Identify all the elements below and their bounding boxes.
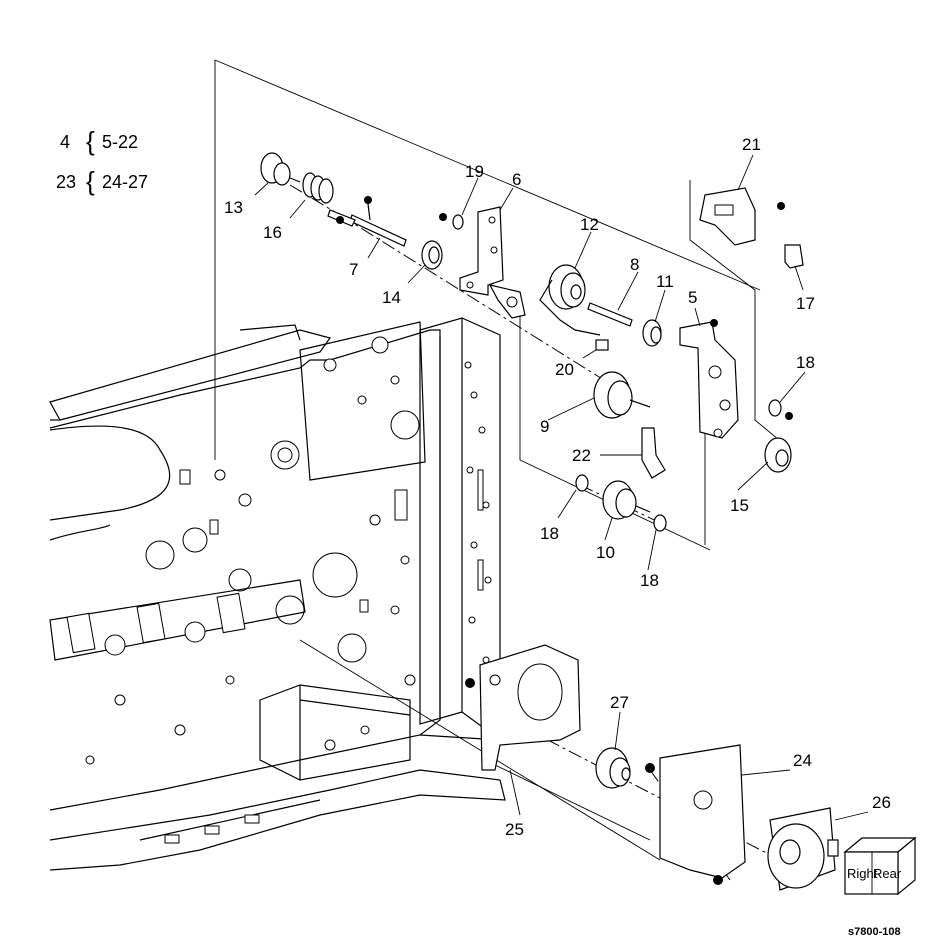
callout-11: 11: [656, 272, 674, 291]
callout-18-bottom: 18: [640, 571, 659, 590]
part-25-plate: [465, 644, 581, 771]
part-7-shaft: [327, 196, 407, 247]
legend-assembly-1: 4: [60, 132, 70, 152]
legend-assembly-2: 23: [56, 172, 76, 192]
part-16-spring: [302, 172, 334, 204]
callout-25: 25: [505, 820, 524, 839]
callout-18-top: 18: [796, 353, 815, 372]
callout-22: 22: [572, 446, 591, 465]
callout-5: 5: [688, 288, 697, 307]
callout-leaders: [254, 154, 869, 821]
part-19-clip: [439, 213, 464, 230]
part-10-gear: [602, 480, 651, 520]
callout-9: 9: [540, 417, 549, 436]
figure-code: s7800-108: [848, 926, 901, 938]
callout-19: 19: [465, 162, 484, 181]
part-14-ring: [421, 240, 443, 270]
legend-range-2: 24-27: [102, 172, 148, 192]
callout-7: 7: [349, 260, 358, 279]
callout-17: 17: [796, 294, 815, 313]
callout-labels: 13 16 7 14 19 6 12 8 11 5 21 17 18 20 9 …: [224, 135, 891, 839]
callout-6: 6: [512, 170, 521, 189]
orientation-rear-label: Rear: [873, 866, 902, 881]
part-5-bracket: [679, 319, 739, 439]
part-22-actuator: [641, 427, 666, 479]
frame-cutouts: [85, 469, 416, 765]
callout-18-left: 18: [540, 524, 559, 543]
part-27-gear: [595, 747, 631, 789]
part-13-bearing: [260, 152, 301, 186]
part-17-sensor: [784, 244, 804, 269]
callout-15: 15: [730, 496, 749, 515]
part-26-motor: [767, 807, 839, 891]
parts-drawing: [260, 152, 839, 891]
part-18-bushings: [575, 399, 793, 532]
orientation-cube: Right Rear: [843, 836, 917, 896]
part-6-bracket: [459, 206, 526, 319]
callout-14: 14: [382, 288, 401, 307]
part-11-gear: [642, 319, 662, 347]
callout-8: 8: [630, 255, 639, 274]
part-21-sensor-bracket: [699, 187, 785, 246]
assembly-legend: 4 { 5-22 23 { 24-27: [56, 126, 148, 196]
part-24-bracket: [645, 744, 746, 885]
part-8-shaft: [587, 302, 633, 327]
callout-10: 10: [596, 543, 615, 562]
callout-21: 21: [742, 135, 761, 154]
frame-holes: [464, 361, 492, 664]
callout-12: 12: [580, 215, 599, 234]
callout-20: 20: [555, 360, 574, 379]
legend-brace-2: {: [86, 166, 95, 196]
orientation-right-label: Right: [847, 866, 878, 881]
legend-range-1: 5-22: [102, 132, 138, 152]
part-12-gear: [539, 264, 601, 336]
callout-16: 16: [263, 223, 282, 242]
callout-24: 24: [793, 751, 812, 770]
callout-26: 26: [872, 793, 891, 812]
part-9-gear: [593, 371, 651, 419]
callout-13: 13: [224, 198, 243, 217]
part-20-connector: [595, 339, 609, 351]
part-15-gear: [764, 437, 792, 473]
main-frame-drawing: [49, 317, 506, 871]
legend-brace-1: {: [86, 126, 95, 156]
assembly-lines: [214, 59, 786, 881]
callout-27: 27: [610, 693, 629, 712]
